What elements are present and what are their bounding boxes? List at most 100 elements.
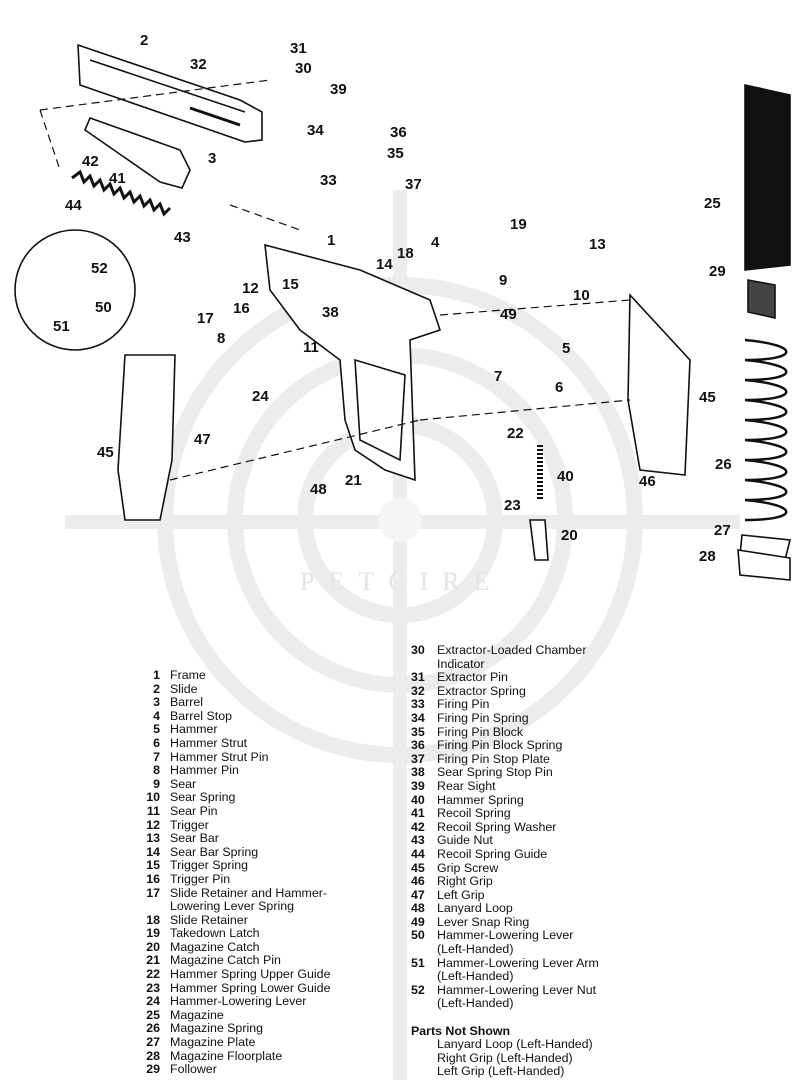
- callout-43: 43: [174, 229, 191, 246]
- callout-44: 44: [65, 197, 82, 214]
- part-number: 17: [146, 885, 160, 900]
- parts-not-shown-heading: Parts Not Shown: [411, 1023, 511, 1038]
- part-name: Follower: [170, 1062, 217, 1077]
- part-name: Takedown Latch: [170, 926, 260, 941]
- part-number: 49: [411, 914, 425, 929]
- part-number: 27: [146, 1035, 160, 1050]
- part-name: Firing Pin: [437, 697, 490, 712]
- part-list-item: 34 Firing Pin Spring: [411, 710, 599, 726]
- part-number: 51: [411, 955, 425, 970]
- part-number: 25: [146, 1007, 160, 1022]
- part-name: Rear Sight: [437, 778, 496, 793]
- part-name: Frame: [170, 668, 206, 682]
- part-list-item: 45 Grip Screw: [411, 860, 599, 876]
- part-number: 38: [411, 765, 425, 780]
- callout-27: 27: [714, 522, 731, 539]
- part-name: Firing Pin Block Spring: [437, 738, 563, 753]
- part-number: 43: [411, 833, 425, 848]
- part-number: 2: [153, 681, 160, 696]
- callout-30: 30: [295, 60, 312, 77]
- callout-36: 36: [390, 124, 407, 141]
- part-name: Magazine Floorplate: [170, 1048, 283, 1063]
- part-name: Grip Screw: [437, 860, 499, 875]
- part-name: Trigger Spring: [170, 858, 249, 873]
- part-number: 29: [146, 1062, 160, 1077]
- part-name: Sear Bar Spring: [170, 844, 259, 859]
- callout-21: 21: [345, 472, 362, 489]
- part-number: 52: [411, 982, 425, 997]
- part-name: Recoil Spring Guide: [437, 846, 548, 861]
- left-handed-parts-inset: [14, 229, 136, 351]
- callout-1: 1: [327, 232, 336, 249]
- part-name: Hammer: [170, 722, 218, 737]
- callout-29: 29: [709, 263, 726, 280]
- callout-31: 31: [290, 40, 307, 57]
- callout-46: 46: [639, 473, 656, 490]
- part-number: 1: [153, 668, 160, 682]
- part-number: 34: [411, 710, 425, 725]
- part-name: Magazine: [170, 1007, 224, 1022]
- magazine-spring-drawing: [744, 338, 788, 522]
- part-list-item: 1 Frame: [130, 668, 330, 683]
- part-name: Magazine Catch: [170, 939, 260, 954]
- part-name: Hammer Strut: [170, 735, 248, 750]
- part-name: Sear: [170, 776, 197, 791]
- callout-41: 41: [109, 170, 126, 187]
- part-number: 11: [146, 803, 160, 818]
- callout-2: 2: [140, 32, 149, 49]
- part-number: 48: [411, 901, 425, 916]
- part-name: Firing Pin Block: [437, 724, 524, 739]
- callout-28: 28: [699, 548, 716, 565]
- part-name: Barrel Stop: [170, 708, 232, 723]
- part-number: 12: [146, 817, 160, 832]
- callout-5: 5: [562, 340, 571, 357]
- part-number: 39: [411, 778, 425, 793]
- callout-47: 47: [194, 431, 211, 448]
- callout-50: 50: [95, 299, 112, 316]
- part-number: 32: [411, 683, 425, 698]
- part-name: Hammer Pin: [170, 763, 239, 778]
- part-name: Recoil Spring: [437, 806, 511, 821]
- callout-10: 10: [573, 287, 590, 304]
- callout-45: 45: [97, 444, 114, 461]
- callout-25: 25: [704, 195, 721, 212]
- part-name: Guide Nut: [437, 833, 493, 848]
- callout-35: 35: [387, 145, 404, 162]
- part-list-item: 52 Hammer-Lowering Lever Nut (Left-Handed…: [411, 982, 599, 1011]
- callout-38: 38: [322, 304, 339, 321]
- part-number: 45: [411, 860, 425, 875]
- part-number: 37: [411, 751, 425, 766]
- callout-18: 18: [397, 245, 414, 262]
- part-name: Slide: [170, 681, 198, 696]
- part-name: Hammer-Lowering Lever (Left-Handed): [437, 928, 574, 957]
- callout-15: 15: [282, 276, 299, 293]
- part-number: 50: [411, 928, 425, 943]
- part-number: 47: [411, 887, 425, 902]
- callout-12: 12: [242, 280, 259, 297]
- part-name: Firing Pin Spring: [437, 710, 529, 725]
- callout-22: 22: [507, 425, 524, 442]
- part-name: Hammer-Lowering Lever Nut (Left-Handed): [437, 982, 597, 1011]
- part-name: Hammer-Lowering Lever Arm (Left-Handed): [437, 955, 599, 984]
